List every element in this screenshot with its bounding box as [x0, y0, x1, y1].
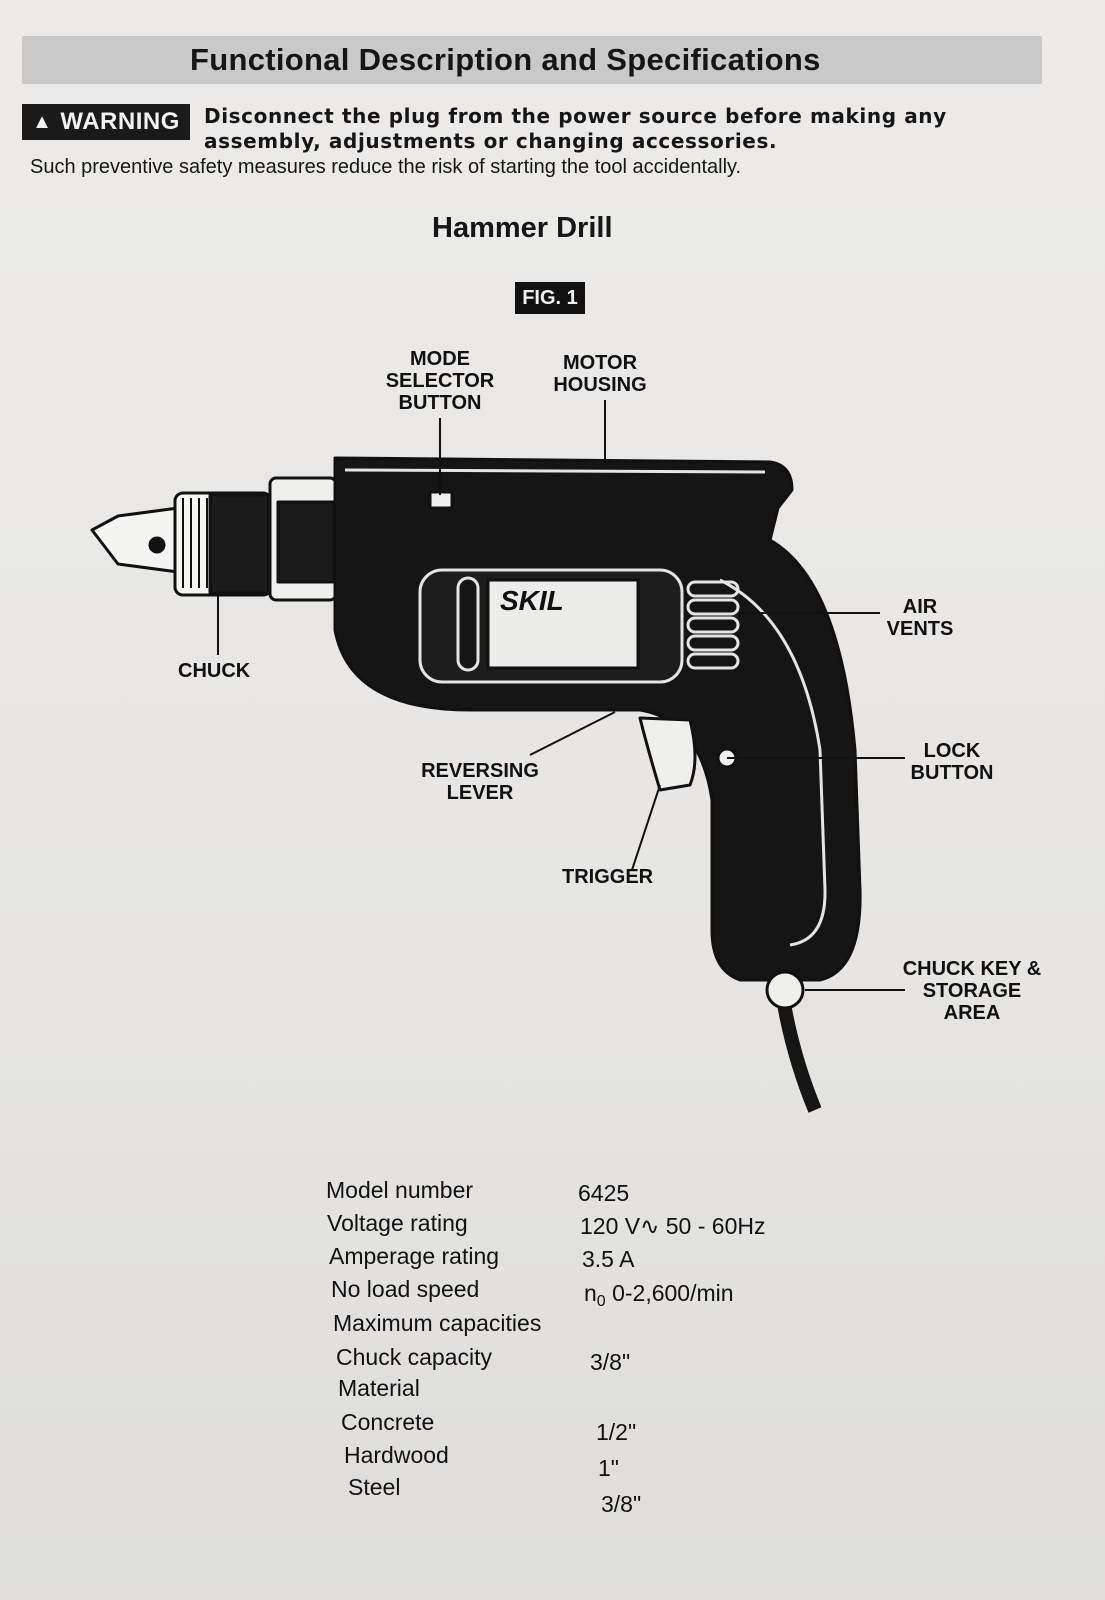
spec-value-speed: n0 0-2,600/min: [584, 1280, 734, 1311]
spec-value-voltage: 120 V∿ 50 - 60Hz: [580, 1213, 766, 1239]
title-bar: [22, 36, 1042, 84]
trigger-shape: [638, 716, 697, 792]
spec-label-material: Material: [338, 1375, 420, 1401]
warning-tail-text: Such preventive safety measures reduce t…: [30, 156, 742, 178]
callout-air-vents: AIR VENTS: [886, 596, 954, 640]
spec-label-speed: No load speed: [331, 1276, 480, 1302]
callout-lock-button: LOCK BUTTON: [910, 740, 994, 784]
callout-chuck: CHUCK: [178, 660, 251, 682]
spec-label-steel: Steel: [348, 1474, 401, 1500]
callout-mode-selector: MODE SELECTOR BUTTON: [385, 348, 495, 414]
spec-value-model: 6425: [578, 1180, 630, 1206]
air-vents-shape: [686, 580, 740, 670]
spec-value-amperage: 3.5 A: [582, 1246, 635, 1272]
spec-value-speed-text: 0-2,600/min: [612, 1280, 734, 1306]
figure-label: FIG. 1: [515, 282, 585, 314]
spec-label-concrete: Concrete: [341, 1409, 435, 1435]
hammer-drill-illustration: SKIL: [90, 400, 905, 1113]
chuck-tip: [90, 506, 180, 574]
spec-label-chuck-capacity: Chuck capacity: [336, 1344, 492, 1370]
warning-badge: ▲ WARNING: [22, 104, 190, 140]
chuck-key-shape: [765, 970, 805, 1010]
spec-value-chuck-capacity: 3/8": [590, 1349, 631, 1375]
warning-triangle-icon: ▲: [32, 110, 53, 133]
callout-trigger: TRIGGER: [562, 866, 654, 888]
spec-value-speed-prefix: n: [584, 1280, 597, 1306]
warning-lead-text: Disconnect the plug from the power sourc…: [204, 104, 947, 153]
spec-value-speed-sub: 0: [596, 1293, 606, 1310]
spec-label-max-capacities: Maximum capacities: [333, 1310, 542, 1336]
callout-chuck-key: CHUCK KEY & STORAGE AREA: [902, 958, 1042, 1024]
callout-reversing-lever: REVERSING LEVER: [421, 760, 539, 804]
spec-value-concrete: 1/2": [596, 1419, 637, 1445]
spec-value-hardwood: 1": [598, 1455, 619, 1481]
spec-label-hardwood: Hardwood: [344, 1442, 449, 1468]
motor-housing-shape: [333, 456, 862, 982]
spec-label-amperage: Amperage rating: [329, 1243, 500, 1269]
callout-motor-housing: MOTOR HOUSING: [553, 352, 647, 396]
warning-badge-label: WARNING: [60, 108, 180, 135]
spec-label-voltage: Voltage rating: [327, 1210, 468, 1236]
figure-subtitle: Hammer Drill: [432, 212, 613, 244]
page-title: Functional Description and Specification…: [190, 42, 821, 77]
spec-value-steel: 3/8": [601, 1491, 642, 1517]
spec-label-model: Model number: [326, 1177, 474, 1203]
brand-logo: SKIL: [500, 585, 564, 616]
